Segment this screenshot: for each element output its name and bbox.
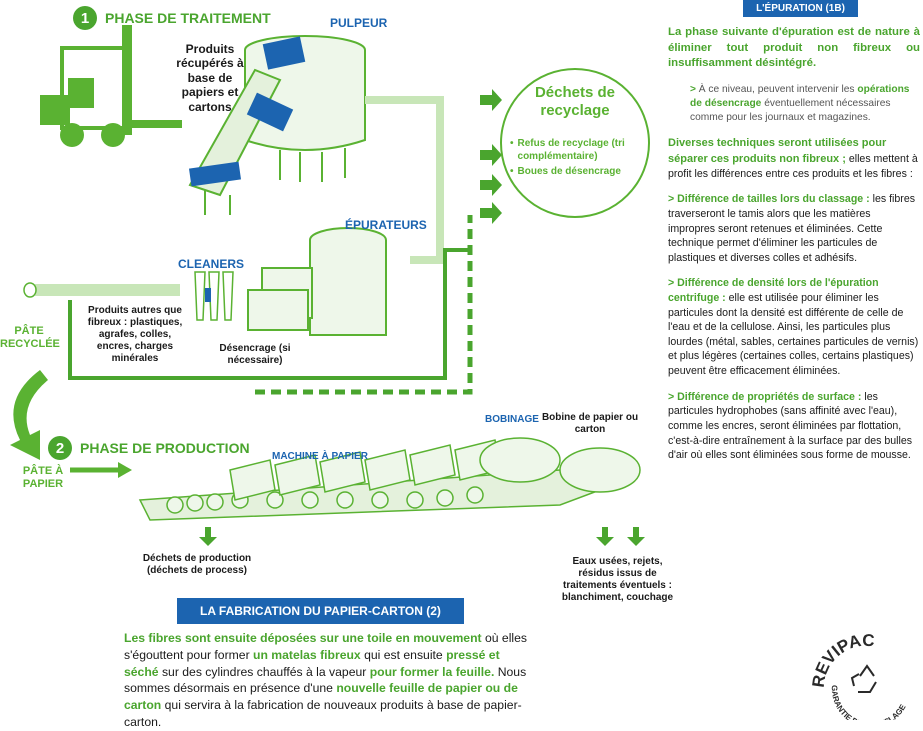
recyclage-item-2: Boues de désencrage — [517, 166, 621, 177]
reject-line-solid — [68, 248, 470, 380]
cleaners-label: CLEANERS — [178, 257, 245, 271]
techniques-bold: Diverses techniques seront utilisées pou… — [668, 137, 887, 165]
machine-label: MACHINE À PAPIER — [272, 451, 368, 462]
fab-t9: nouvelle feuille de papier ou de carton — [124, 681, 518, 713]
epuration-text: La phase suivante d'épuration est de nat… — [668, 26, 920, 462]
cleaners-icon — [194, 271, 234, 321]
reject-line-dashed — [255, 215, 473, 395]
fab-t1: Les fibres sont ensuite déposées sur une… — [124, 631, 482, 645]
fab-t10: qui servira à la fabrication de nouveaux… — [124, 698, 522, 730]
epurateurs-label: ÉPURATEURS — [345, 218, 427, 232]
autres-produits-label: Produits autres que fibreux : plastiques… — [87, 305, 183, 364]
s3-text: les particules hydrophobes (sans affinit… — [668, 390, 913, 462]
s3-title: > Différence de propriétés de surface : — [668, 390, 862, 403]
recyclage-list: •Refus de recyclage (tri complémentaire)… — [510, 138, 640, 179]
s2-text: elle est utilisée pour éliminer les part… — [668, 292, 919, 378]
bobinage-label: BOBINAGE — [485, 414, 539, 425]
logo-brand: REVIPAC — [812, 631, 875, 689]
recycle-icon — [850, 664, 877, 693]
down-arrows-icon — [199, 527, 645, 546]
epuration-banner: L'ÉPURATION (1B) — [743, 0, 858, 17]
svg-text:REVIPAC: REVIPAC — [812, 631, 875, 689]
s2-title: > Différence de densité lors de l'épurat… — [668, 277, 879, 305]
recyclage-circle — [500, 68, 650, 218]
fab-t8: Nous sommes désormais en présence d'une — [124, 664, 527, 696]
epurateurs-tank — [247, 227, 387, 336]
forklift-icon — [40, 25, 182, 147]
note-bold: opérations de désencrage — [690, 84, 910, 110]
phase1-title: PHASE DE TRAITEMENT — [105, 10, 271, 26]
phase2-title: PHASE DE PRODUCTION — [80, 440, 250, 456]
recyclage-item-1: Refus de recyclage (tri complémentaire) — [517, 138, 625, 162]
curved-arrow-icon — [10, 370, 48, 460]
recyclage-title: Déchets de recyclage — [534, 84, 616, 119]
s1-title: > Différence de tailles lors du classage… — [668, 193, 870, 206]
fab-t7: pour former la feuille. — [369, 664, 495, 679]
paper-machine — [138, 437, 641, 521]
bobine-label: Bobine de papier ou carton — [541, 412, 639, 435]
pate-papier-label: PÂTE À PAPIER — [22, 465, 64, 491]
phase1-header: 1 PHASE DE TRAITEMENT — [73, 6, 271, 30]
fab-t5: pressé et séché — [124, 647, 500, 679]
fabrication-text: Les fibres sont ensuite déposées sur une… — [124, 630, 529, 731]
fab-t2: où elles s'égouttent pour former — [124, 631, 527, 662]
epuration-intro: La phase suivante d'épuration est de nat… — [668, 26, 920, 70]
pulpeur-label: PULPEUR — [330, 16, 388, 30]
phase2-header: 2 PHASE DE PRODUCTION — [48, 436, 250, 460]
logo-tagline: GARANTIE DE RECYCLAGE — [830, 685, 908, 720]
svg-text:GARANTIE DE RECYCLAGE: GARANTIE DE RECYCLAGE — [830, 685, 908, 720]
pate-recyclee-label: PÂTE RECYCLÉE — [0, 325, 60, 351]
fabrication-banner: LA FABRICATION DU PAPIER-CARTON (2) — [177, 598, 464, 624]
fab-t4: qui est ensuite — [364, 647, 443, 662]
revipac-logo: REVIPAC GARANTIE DE RECYCLAGE — [812, 631, 908, 720]
note-pre: À ce niveau, peuvent intervenir les — [698, 84, 855, 96]
cardboard-boxes-icon — [188, 36, 306, 187]
note-post: éventuellement nécessaires comme pour le… — [690, 98, 891, 124]
arrows-to-recyclage — [480, 89, 502, 224]
eaux-label: Eaux usées, rejets, résidus issus de tra… — [561, 556, 674, 603]
dechets-prod-label: Déchets de production (déchets de proces… — [142, 553, 252, 576]
s1-text: les fibres traverseront le tamis alors q… — [668, 193, 916, 264]
produits-label: Produits récupérés à base de papiers et … — [176, 42, 244, 114]
phase2-number: 2 — [48, 436, 72, 460]
pipe-pulpeur — [365, 96, 444, 264]
phase1-number: 1 — [73, 6, 97, 30]
fab-t6: sur des cylindres chauffés à la vapeur — [161, 664, 367, 679]
fab-t3: un matelas fibreux — [253, 647, 361, 662]
techniques-rest: elles mettent à profit les différences e… — [668, 152, 918, 180]
desencrage-label: Désencrage (si nécessaire) — [219, 343, 291, 366]
